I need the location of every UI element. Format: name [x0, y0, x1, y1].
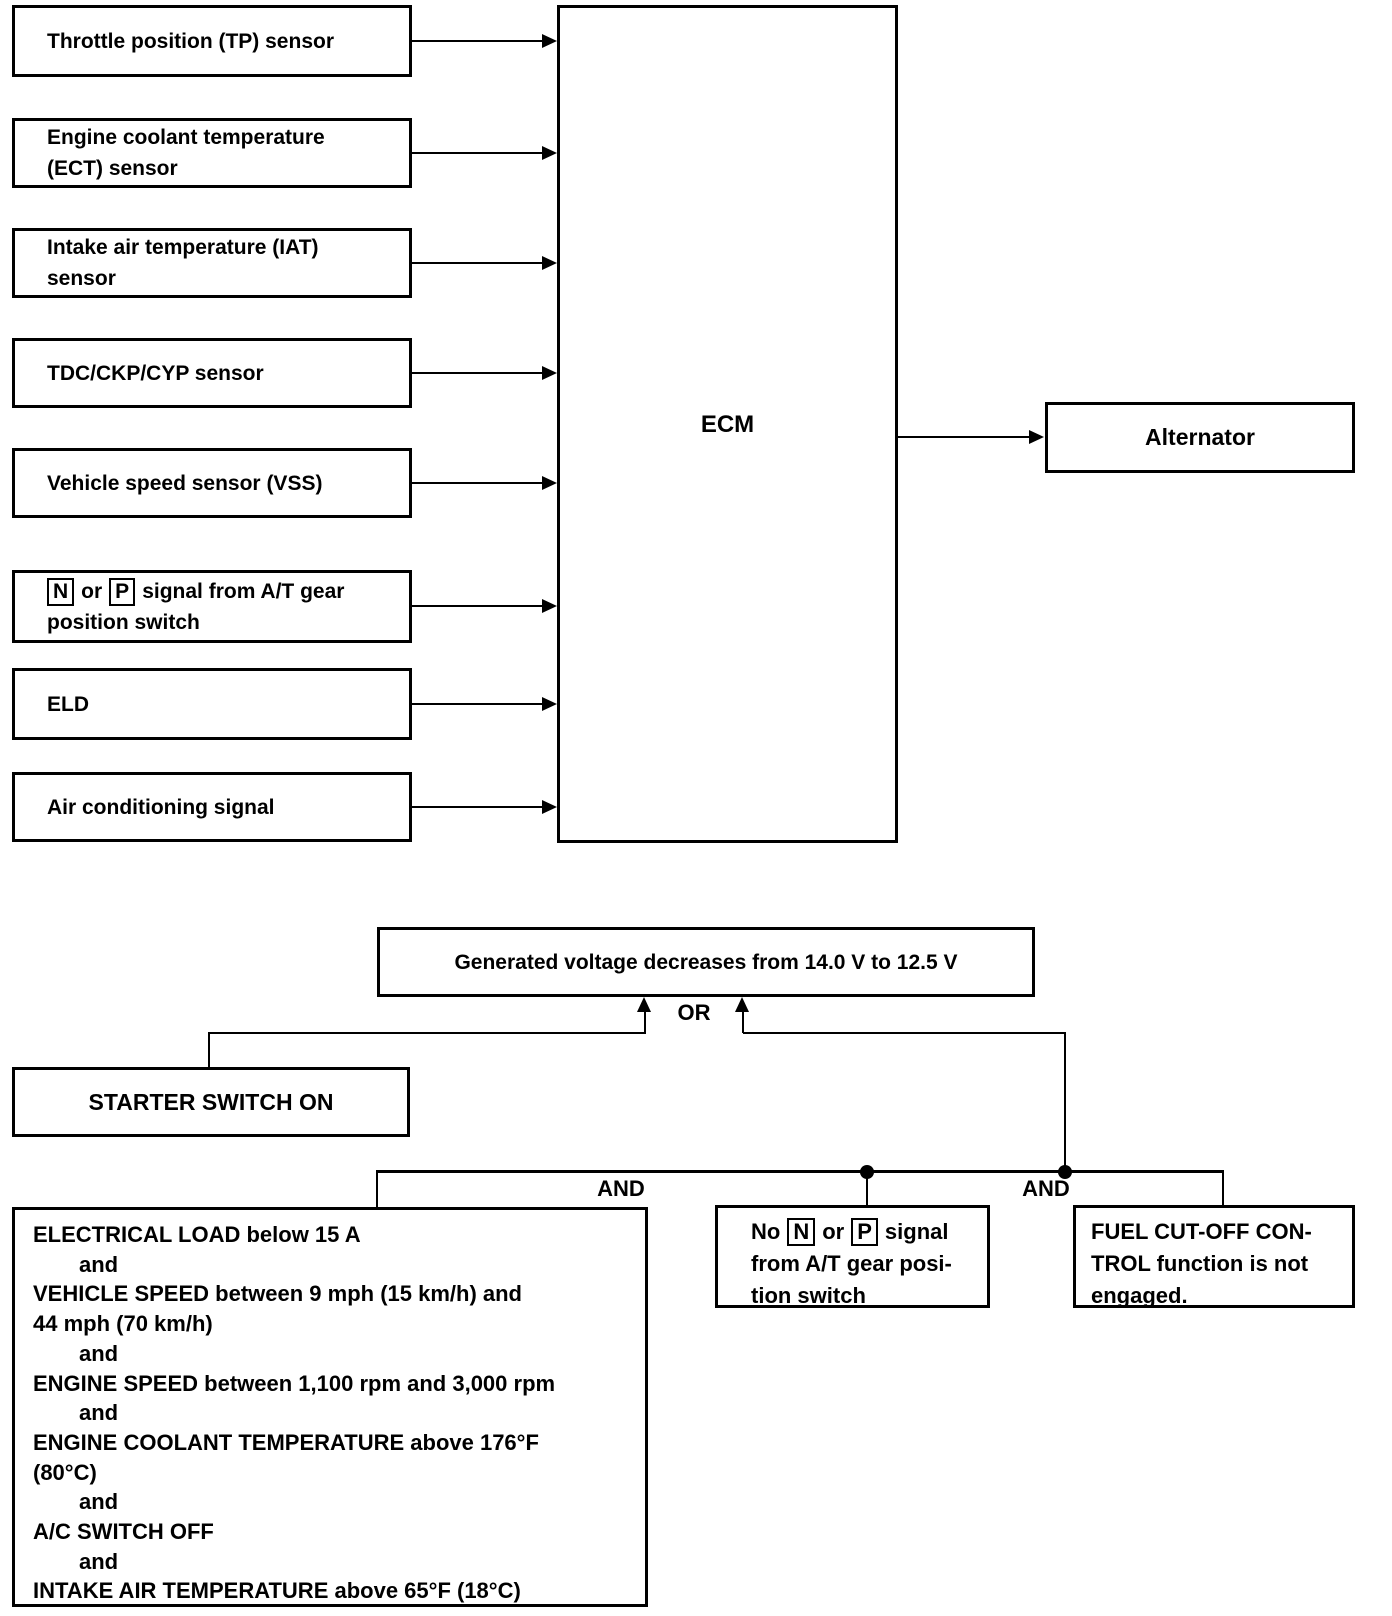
and-right-label: AND — [1022, 1176, 1070, 1201]
alternator-box: Alternator — [1045, 402, 1355, 473]
boxed-letter-n: N — [47, 577, 75, 606]
condition-and: and — [79, 1400, 119, 1426]
arrow-line-ac-to-ecm — [412, 806, 544, 808]
boxed-letter-p: P — [109, 577, 136, 606]
input-label-ac-signal: Air conditioning signal — [47, 795, 275, 819]
connector-or-to-and-vertical — [1064, 1032, 1066, 1172]
connector-and-to-conditions — [376, 1170, 378, 1207]
or-word: or — [822, 1219, 845, 1244]
input-box-vss: Vehicle speed sensor (VSS) — [12, 448, 412, 518]
arrow-line-vss-to-ecm — [412, 482, 544, 484]
junction-dot-or-branch — [1058, 1165, 1072, 1179]
connector-and-to-fuel-box — [1222, 1170, 1224, 1205]
condition-and: and — [79, 1340, 119, 1366]
condition-line: INTAKE AIR TEMPERATURE above 65°F (18°C) — [33, 1578, 521, 1604]
input-box-eld: ELD — [12, 668, 412, 740]
at-gear-line1-rest: signal from A/T gear — [142, 579, 345, 603]
input-box-tdc-ckp-cyp-sensor: TDC/CKP/CYP sensor — [12, 338, 412, 408]
arrow-line-ect-to-ecm — [412, 152, 544, 154]
input-label-iat-line1: Intake air temperature (IAT) — [47, 236, 319, 259]
arrowhead-vss-to-ecm — [542, 476, 557, 490]
condition-line: ENGINE SPEED between 1,100 rpm and 3,000… — [33, 1370, 556, 1396]
connector-and-to-np-box — [866, 1170, 868, 1205]
input-label-ect-line2: (ECT) sensor — [47, 157, 178, 180]
condition-line: 44 mph (70 km/h) — [33, 1311, 213, 1337]
or-label: OR — [677, 1000, 711, 1025]
input-box-ect-sensor: Engine coolant temperature (ECT) sensor — [12, 118, 412, 188]
starter-switch-box: STARTER SWITCH ON — [12, 1067, 410, 1137]
fuel-cutoff-line1: FUEL CUT-OFF CON- — [1091, 1219, 1312, 1244]
condition-and: and — [79, 1251, 119, 1277]
boxed-letter-p: P — [851, 1218, 878, 1246]
junction-dot-np — [860, 1165, 874, 1179]
condition-line: ENGINE COOLANT TEMPERATURE above 176°F — [33, 1429, 539, 1455]
alternator-label: Alternator — [1145, 424, 1255, 450]
and-bus-line — [377, 1170, 1224, 1173]
generated-voltage-label: Generated voltage decreases from 14.0 V … — [454, 950, 958, 974]
or-right-arrow-stem — [742, 1011, 744, 1033]
connector-or-right-horizontal — [743, 1032, 1066, 1034]
condition-line: (80°C) — [33, 1459, 97, 1485]
no-np-line2: from A/T gear posi- — [751, 1251, 952, 1276]
or-left-arrow-stem — [644, 1011, 646, 1033]
input-label-at-gear-line2: position switch — [47, 610, 200, 634]
input-box-iat-sensor: Intake air temperature (IAT) sensor — [12, 228, 412, 298]
input-label-eld: ELD — [47, 692, 89, 716]
input-label-tdc-ckp-cyp: TDC/CKP/CYP sensor — [47, 361, 264, 385]
arrow-line-at-gear-to-ecm — [412, 605, 544, 607]
condition-and: and — [79, 1489, 119, 1515]
arrowhead-ac-to-ecm — [542, 800, 557, 814]
fuel-cutoff-box: FUEL CUT-OFF CON- TROL function is not e… — [1073, 1205, 1355, 1308]
condition-line: ELECTRICAL LOAD below 15 A — [33, 1222, 361, 1247]
ecm-box: ECM — [557, 5, 898, 843]
fuel-cutoff-line2: TROL function is not — [1091, 1251, 1309, 1276]
condition-line: VEHICLE SPEED between 9 mph (15 km/h) an… — [33, 1281, 522, 1307]
no-word: No — [751, 1219, 781, 1244]
input-label-iat-line2: sensor — [47, 267, 116, 290]
conditions-box: ELECTRICAL LOAD below 15 A and VEHICLE S… — [12, 1207, 648, 1607]
arrowhead-throttle-to-ecm — [542, 34, 557, 48]
arrow-line-ecm-to-alternator — [898, 436, 1031, 438]
input-label-throttle-position: Throttle position (TP) sensor — [47, 29, 334, 53]
np-line1-rest: signal — [884, 1219, 949, 1244]
and-left-label: AND — [597, 1176, 645, 1201]
arrowhead-at-gear-to-ecm — [542, 599, 557, 613]
connector-or-left-horizontal — [209, 1032, 646, 1034]
condition-and: and — [79, 1548, 119, 1574]
input-box-throttle-position: Throttle position (TP) sensor — [12, 5, 412, 77]
conditions-list: ELECTRICAL LOAD below 15 A and VEHICLE S… — [15, 1210, 645, 1606]
input-label-vss: Vehicle speed sensor (VSS) — [47, 471, 323, 495]
arrowhead-up-left-or — [637, 997, 651, 1012]
boxed-letter-n: N — [787, 1218, 816, 1246]
arrowhead-up-right-or — [735, 997, 749, 1012]
arrow-line-tdc-to-ecm — [412, 372, 544, 374]
or-word: or — [81, 579, 103, 603]
fuel-cutoff-line3: engaged. — [1091, 1283, 1188, 1308]
input-box-ac-signal: Air conditioning signal — [12, 772, 412, 842]
arrowhead-ect-to-ecm — [542, 146, 557, 160]
starter-switch-label: STARTER SWITCH ON — [88, 1088, 334, 1115]
arrowhead-eld-to-ecm — [542, 697, 557, 711]
no-np-line3: tion switch — [751, 1283, 866, 1308]
input-label-ect-line1: Engine coolant temperature — [47, 126, 325, 149]
arrow-line-eld-to-ecm — [412, 703, 544, 705]
connector-starter-drop — [208, 1032, 210, 1067]
generated-voltage-box: Generated voltage decreases from 14.0 V … — [377, 927, 1035, 997]
condition-line: A/C SWITCH OFF — [33, 1519, 214, 1545]
arrow-line-iat-to-ecm — [412, 262, 544, 264]
arrowhead-ecm-to-alternator — [1029, 430, 1044, 444]
ecm-label: ECM — [700, 410, 755, 438]
arrowhead-iat-to-ecm — [542, 256, 557, 270]
arrow-line-throttle-to-ecm — [412, 40, 544, 42]
arrowhead-tdc-to-ecm — [542, 366, 557, 380]
